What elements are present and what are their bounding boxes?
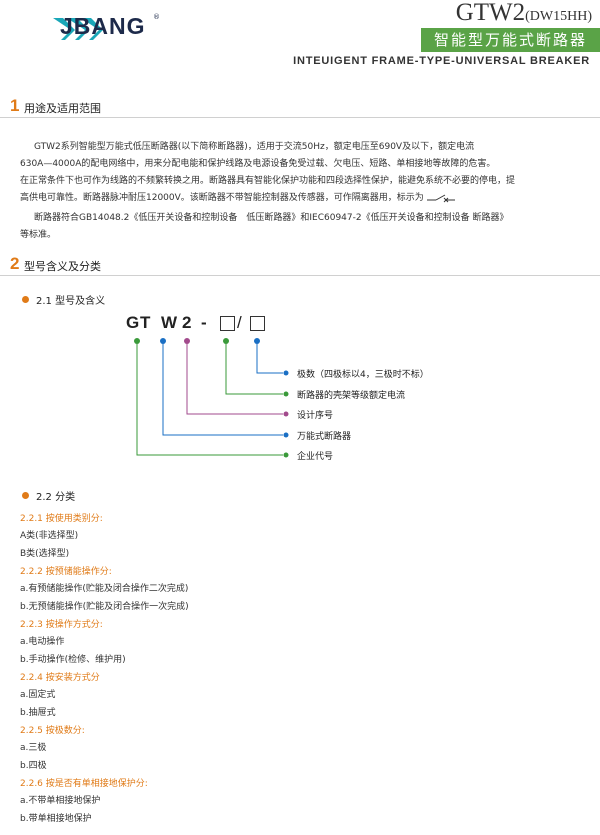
model-code-leader-lines <box>134 338 289 458</box>
category-item: a.有预储能操作(贮能及闭合操作二次完成) <box>20 584 189 594</box>
code-placeholder-box <box>220 316 235 331</box>
legend-item: 极数（四极标以4，三极时不标） <box>297 370 429 380</box>
category-title: 2.2.4 按安装方式分 <box>20 673 100 683</box>
category-item: b.带单相接地保护 <box>20 814 92 824</box>
category-item: b.抽屉式 <box>20 708 56 718</box>
legend-item: 设计序号 <box>297 411 334 421</box>
category-title: 2.2.6 按是否有单相接地保护分: <box>20 779 148 789</box>
text-line: 高供电可靠性。断路器脉冲耐压12000V。该断路器不带智能控制器及传感器，可作隔… <box>20 190 590 207</box>
category-item: b.手动操作(检修、维护用) <box>20 655 126 665</box>
legend-item: 万能式断路器 <box>297 432 352 442</box>
subsection-title: 2.1 型号及含义 <box>36 296 106 307</box>
section1-paragraph-1: GTW2系列智能型万能式低压断路器(以下简称断路器)，适用于交流50Hz，额定电… <box>20 139 590 207</box>
model-title: GTW2(DW15HH) <box>456 0 592 30</box>
code-placeholder-box <box>250 316 265 331</box>
legend-item: 断路器的壳架等级额定电流 <box>297 391 406 401</box>
brand-logo-icon <box>53 18 103 40</box>
category-title: 2.2.3 按操作方式分: <box>20 620 103 630</box>
code-slash: / <box>237 313 244 332</box>
text-line: 等标准。 <box>20 230 57 240</box>
text-line: 630A—4000A的配电网络中，用来分配电能和保护线路及电源设备免受过载、欠电… <box>20 159 496 169</box>
section-divider <box>0 117 600 118</box>
section1-paragraph-2: 断路器符合GB14048.2《低压开关设备和控制设备 低压断路器》和IEC609… <box>20 210 590 244</box>
category-item: a.固定式 <box>20 690 56 700</box>
category-item: a.三极 <box>20 743 47 753</box>
text-line: GTW2系列智能型万能式低压断路器(以下简称断路器)，适用于交流50Hz，额定电… <box>34 142 475 152</box>
section-number: 2 <box>10 254 20 273</box>
category-title: 2.2.1 按使用类别分: <box>20 514 103 524</box>
code-char: 2 <box>182 313 194 332</box>
brand-name: JBANG <box>60 13 146 39</box>
model-subcode: (DW15HH) <box>525 9 592 24</box>
text-line: 断路器符合GB14048.2《低压开关设备和控制设备 低压断路器》和IEC609… <box>34 213 509 223</box>
section-title: 型号含义及分类 <box>24 260 101 273</box>
category-item: a.不带单相接地保护 <box>20 796 101 806</box>
section-title: 用途及适用范围 <box>24 102 101 115</box>
category-item: A类(非选择型) <box>20 531 79 541</box>
legend-item: 企业代号 <box>297 452 334 462</box>
isolator-symbol-icon <box>426 194 455 202</box>
english-subtitle: INTEUIGENT FRAME-TYPE-UNIVERSAL BREAKER <box>293 55 590 67</box>
text-line: 在正常条件下也可作为线路的不频繁转换之用。断路器具有智能化保护功能和四段选择性保… <box>20 176 516 186</box>
classification-list: 2.2.1 按使用类别分: A类(非选择型) B类(选择型) 2.2.2 按预储… <box>20 510 580 828</box>
category-title: 2.2.5 按极数分: <box>20 726 85 736</box>
category-title: 2.2.2 按预储能操作分: <box>20 567 112 577</box>
category-item: b.四极 <box>20 761 47 771</box>
model-code: GTW2 <box>455 0 526 26</box>
registered-mark: ® <box>153 13 160 21</box>
section-divider <box>0 275 600 276</box>
category-item: b.无预储能操作(贮能及闭合操作一次完成) <box>20 602 189 612</box>
bullet-icon <box>22 296 29 303</box>
code-char: G <box>126 313 142 332</box>
category-item: B类(选择型) <box>20 549 70 559</box>
subsection-title: 2.2 分类 <box>36 492 76 503</box>
code-char: W <box>161 313 180 332</box>
code-char: T <box>140 313 153 332</box>
bullet-icon <box>22 492 29 499</box>
category-item: a.电动操作 <box>20 637 65 647</box>
product-banner: 智能型万能式断路器 <box>421 28 600 52</box>
section-number: 1 <box>10 96 20 115</box>
code-dash: - <box>201 313 209 332</box>
